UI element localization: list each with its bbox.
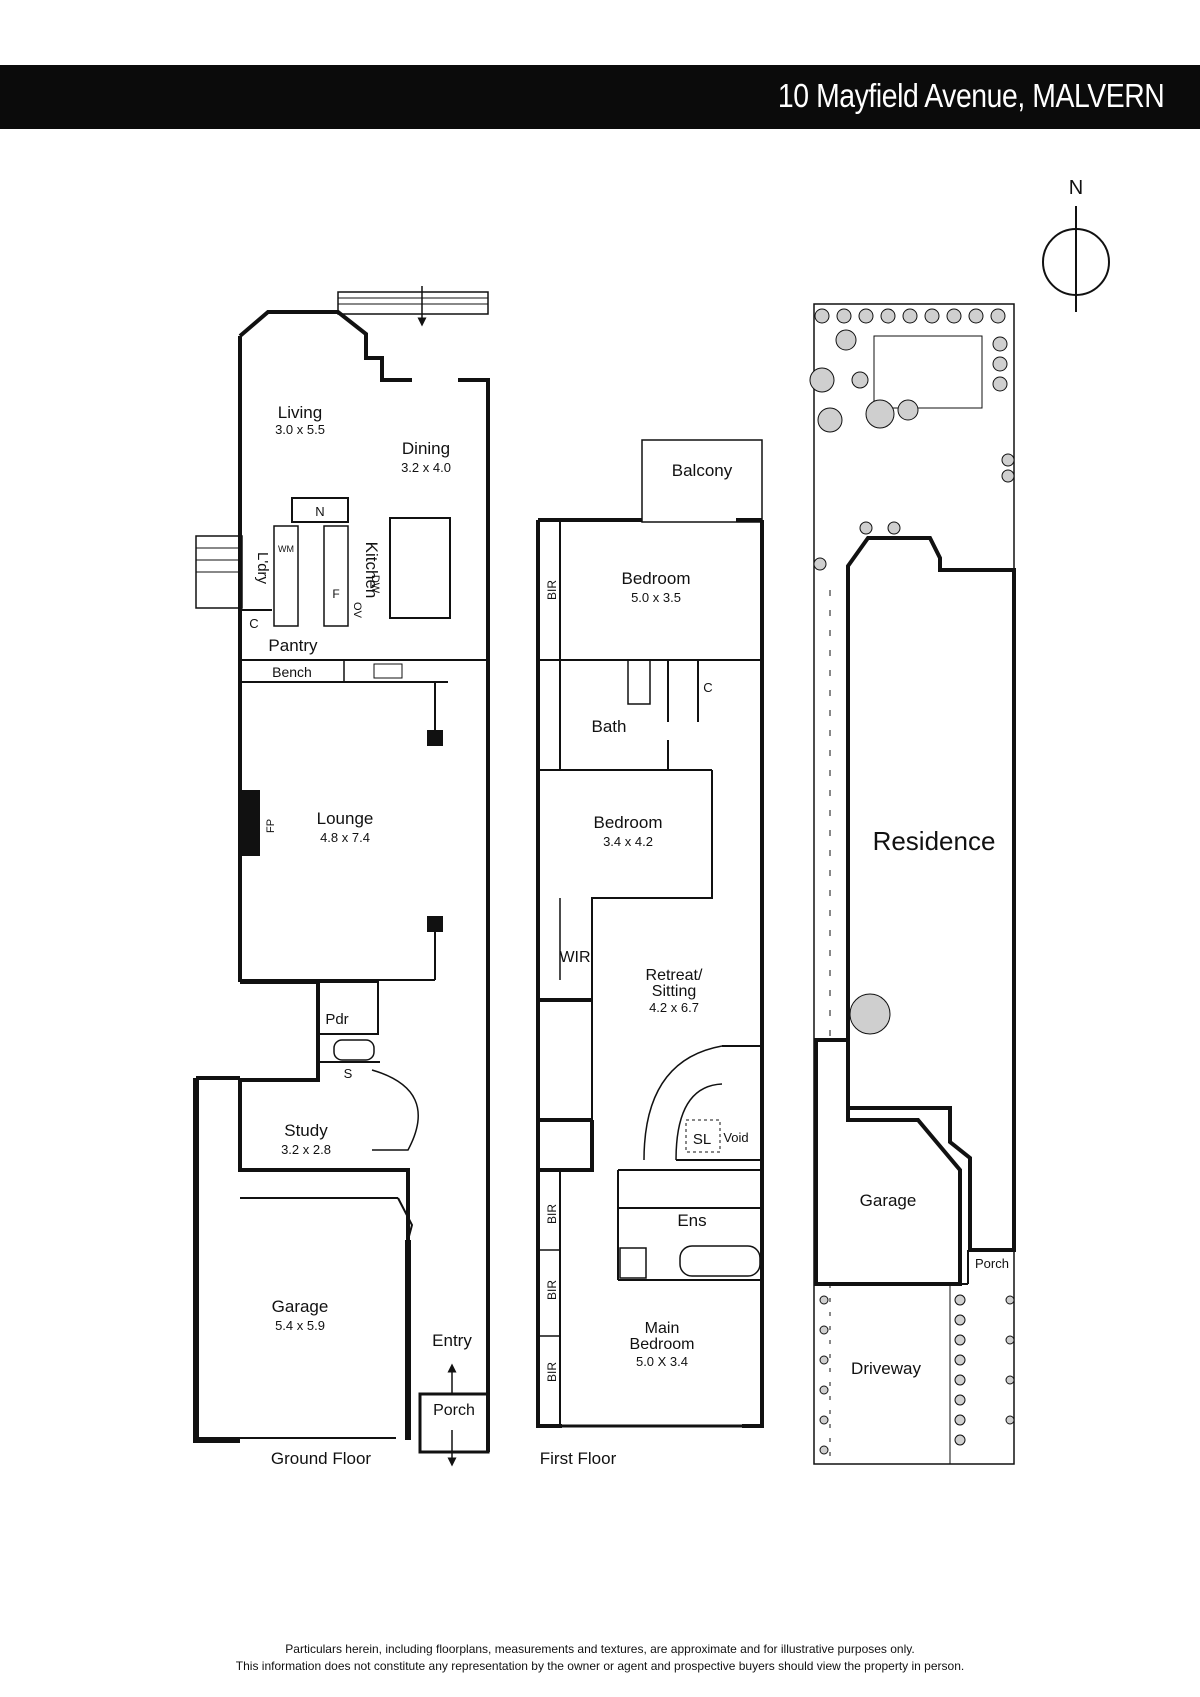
bedroom-1-size: 5.0 x 3.5 [631,590,681,605]
bir-3-label: BIR [545,1280,559,1300]
dishwasher-label: DW [369,575,381,594]
first-floor-labels: Balcony Bedroom 5.0 x 3.5 Bath Bedroom 3… [540,461,749,1468]
site-plan [813,303,1016,1465]
first-floor-caption: First Floor [540,1449,617,1468]
dining-label: Dining [402,439,450,458]
garage-label: Garage [272,1297,329,1316]
lounge-size: 4.8 x 7.4 [320,830,370,845]
fireplace-label: FP [265,819,277,833]
garage-size: 5.4 x 5.9 [275,1318,325,1333]
study-label: Study [284,1121,328,1140]
ground-floor-plan [193,286,490,1467]
sitting-label: Sitting [652,983,696,1000]
first-floor-plan [536,439,764,1428]
laundry-label: L'dry [254,552,271,585]
north-label: N [1069,177,1083,199]
porch-label: Porch [433,1402,475,1419]
range-label: N [315,504,324,519]
bedroom-1-label: Bedroom [622,569,691,588]
main-bedroom-label: Main [645,1320,680,1337]
kitchen-label: Kitchen [362,542,381,599]
balcony-label: Balcony [672,461,733,480]
main-bedroom-size: 5.0 X 3.4 [636,1354,688,1369]
site-plan-labels: Residence Garage Porch Driveway [851,826,1009,1378]
ground-floor-labels: Living 3.0 x 5.5 Dining 3.2 x 4.0 Kitche… [249,403,475,1468]
residence-label: Residence [873,826,996,856]
main-bedroom-label-2: Bedroom [630,1336,695,1353]
bath-label: Bath [592,717,627,736]
bedroom-2-label: Bedroom [594,813,663,832]
retreat-size: 4.2 x 6.7 [649,1000,699,1015]
retreat-label: Retreat/ [646,967,703,984]
site-porch-label: Porch [975,1256,1009,1271]
living-label: Living [278,403,322,422]
cupboard-label: C [249,616,258,631]
storage-label: S [344,1066,353,1081]
bench-label: Bench [272,664,312,680]
site-plan-trees [809,308,1015,1455]
compass-icon: N [1042,177,1110,312]
pantry-label: Pantry [268,636,318,655]
ground-floor-caption: Ground Floor [271,1449,371,1468]
fridge-label: F [332,587,339,601]
bedroom-2-size: 3.4 x 4.2 [603,834,653,849]
header-banner: 10 Mayfield Avenue, MALVERN [0,65,1200,129]
powder-room-label: Pdr [325,1011,348,1028]
void-label: Void [723,1130,748,1145]
dining-size: 3.2 x 4.0 [401,460,451,475]
bir-1-label: BIR [545,580,559,600]
living-size: 3.0 x 5.5 [275,422,325,437]
site-garage-label: Garage [860,1191,917,1210]
disclaimer-line-1: Particulars herein, including floorplans… [285,1642,915,1656]
first-floor-cupboard-label: C [703,680,712,695]
skylight-label: SL [693,1131,711,1148]
disclaimer-line-2: This information does not constitute any… [235,1659,965,1673]
bir-4-label: BIR [545,1362,559,1382]
ensuite-label: Ens [677,1211,706,1230]
study-size: 3.2 x 2.8 [281,1142,331,1157]
property-address: 10 Mayfield Avenue, MALVERN [777,77,1165,114]
oven-label: OV [351,602,363,619]
washing-machine-label: WM [278,544,294,554]
entry-label: Entry [432,1331,472,1350]
driveway-label: Driveway [851,1359,921,1378]
bir-2-label: BIR [545,1204,559,1224]
wir-label: WIR [559,949,590,966]
lounge-label: Lounge [317,809,374,828]
